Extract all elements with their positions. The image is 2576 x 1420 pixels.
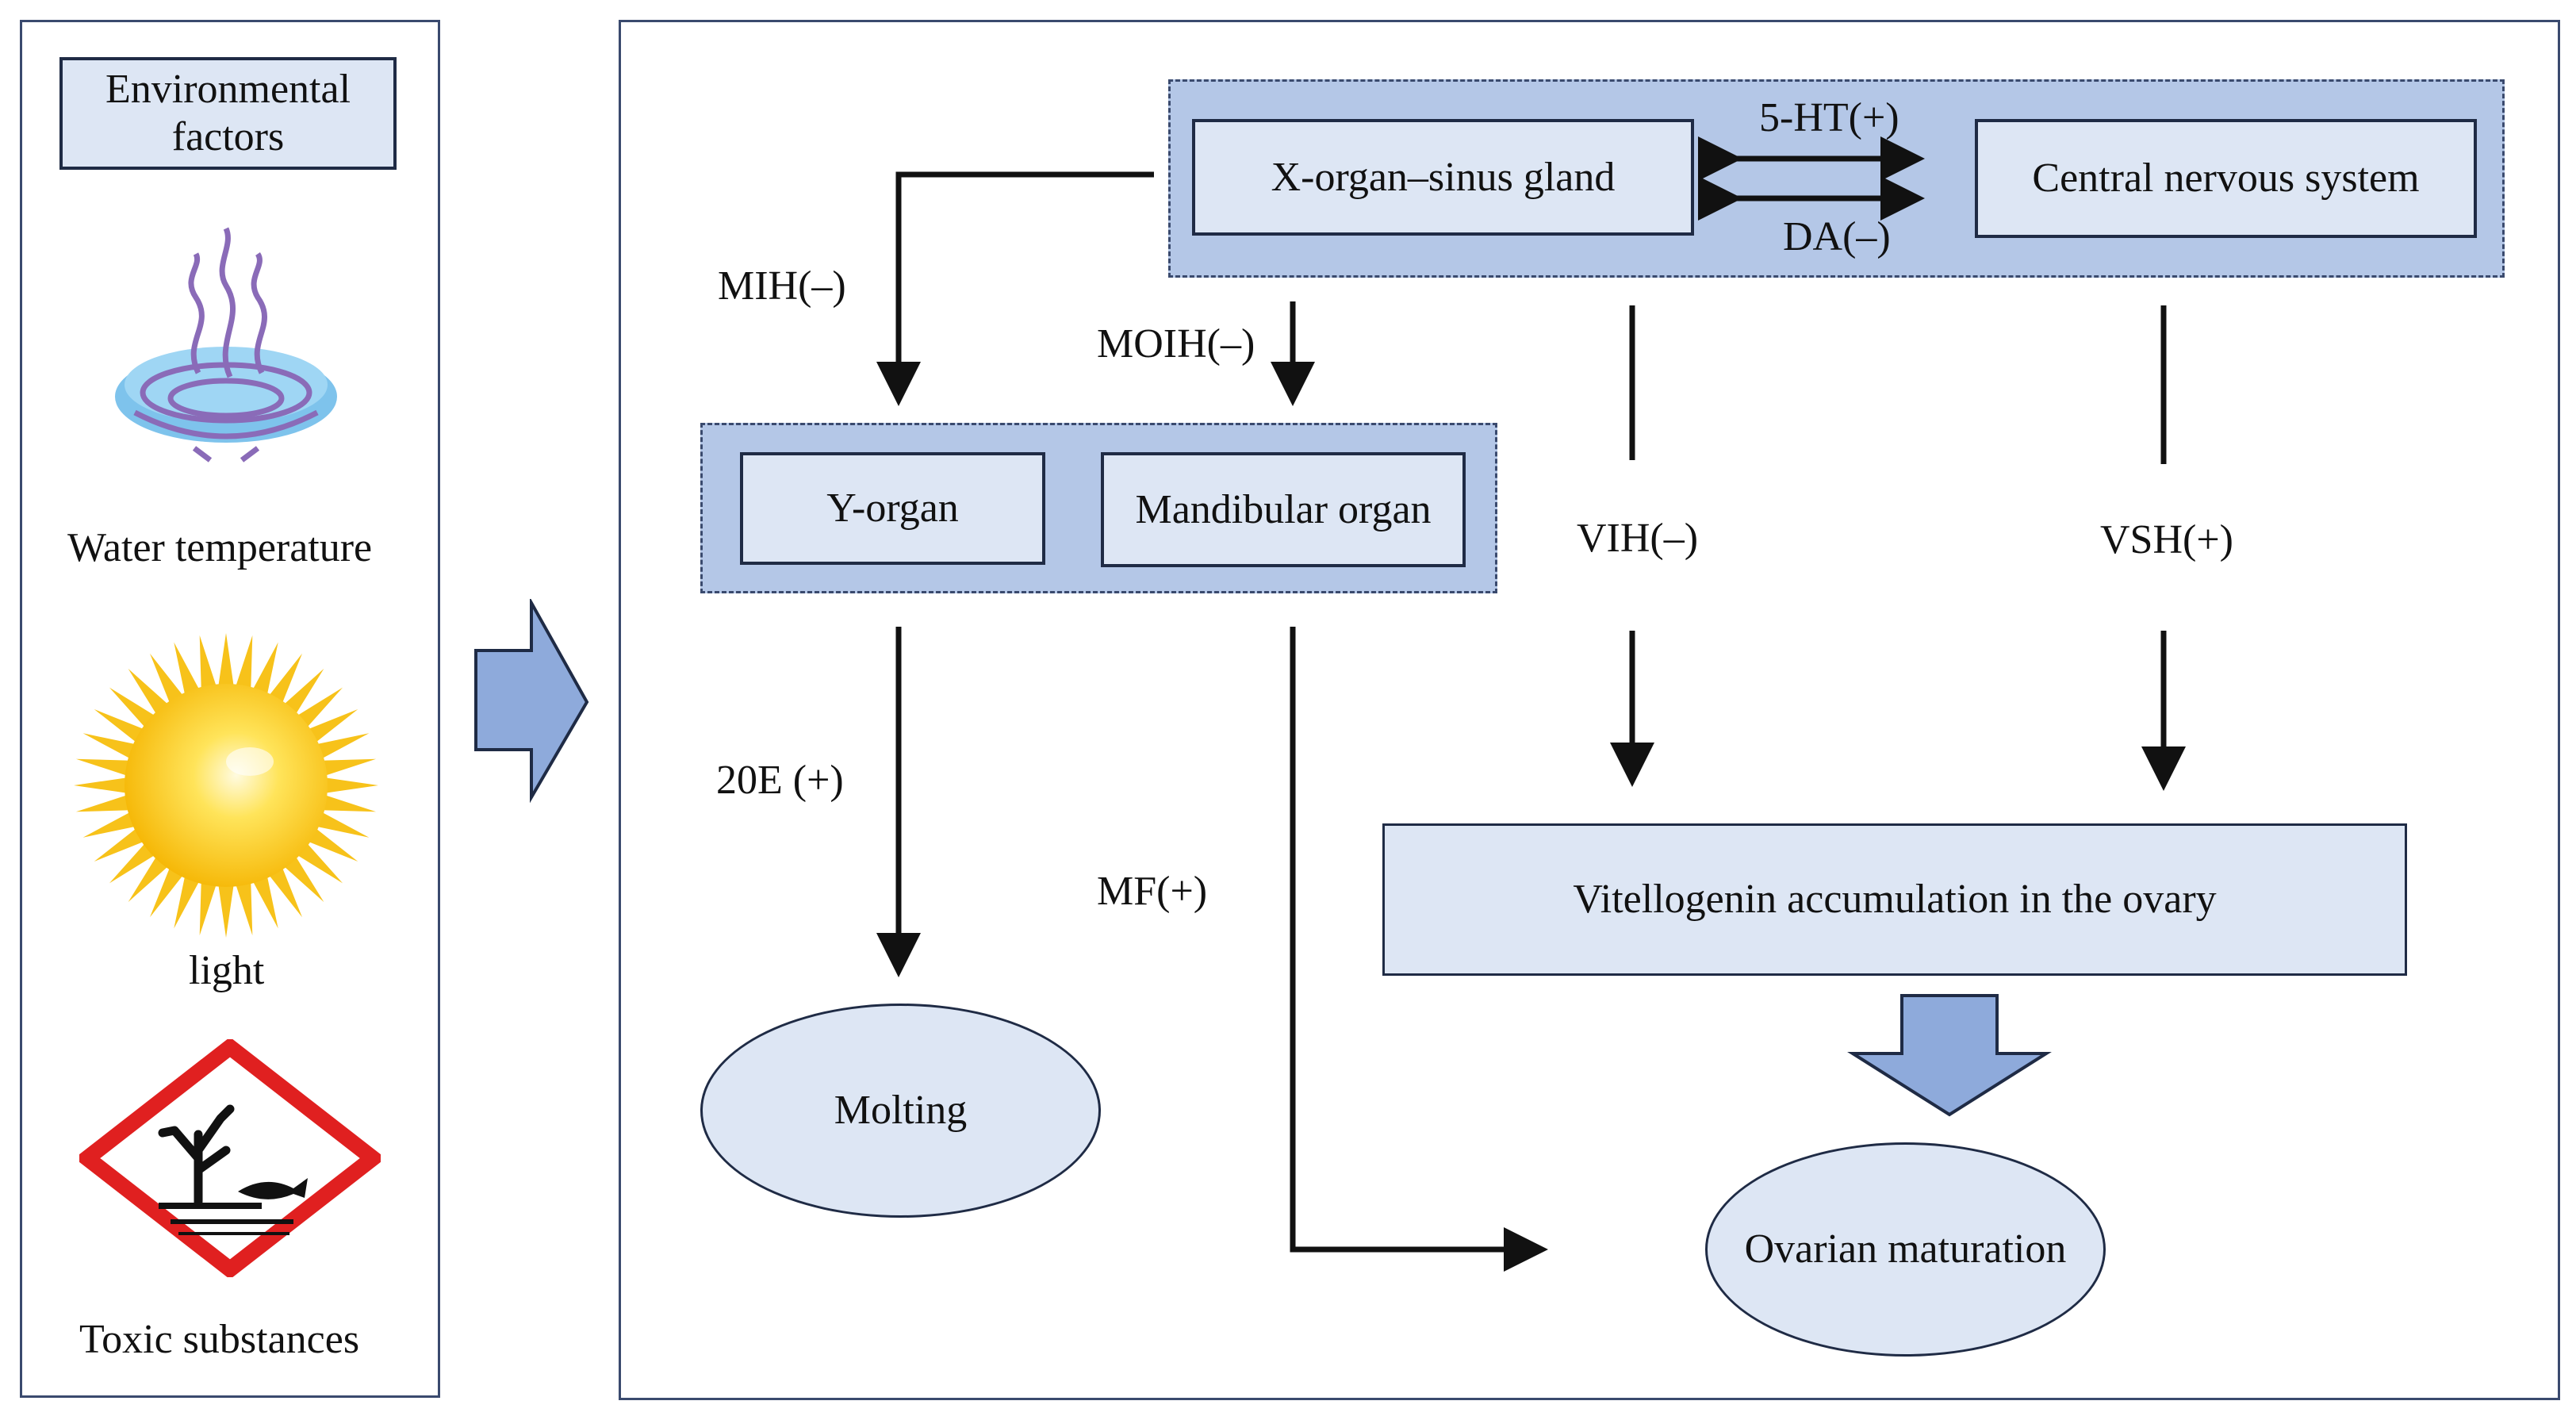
mf-arrow [1290,627,1548,1272]
mandibular-organ-box: Mandibular organ [1101,452,1466,567]
mih-label: MIH(–) [718,263,846,309]
water-temperature-label: Water temperature [67,525,373,570]
sun-icon [74,633,378,938]
steaming-water-icon [115,227,337,462]
5ht-label: 5-HT(+) [1759,95,1899,140]
20e-label: 20E (+) [716,758,844,803]
central-nervous-system-box: Central nervous system [1975,119,2477,238]
molting-ellipse: Molting [700,1004,1101,1218]
vitellogenin-label: Vitellogenin accumulation in the ovary [1573,877,2217,923]
x-organ-sinus-gland-box: X-organ–sinus gland [1192,119,1694,236]
light-label: light [189,948,265,993]
vsh-label: VSH(+) [2100,517,2233,562]
toxic-substances-label: Toxic substances [79,1317,360,1362]
environmental-factors-title-box: Environmental factors [59,57,397,170]
moih-label: MOIH(–) [1097,321,1255,367]
environment-to-pathway-arrow [474,599,589,804]
central-nervous-system-label: Central nervous system [2032,155,2420,201]
ovarian-maturation-ellipse: Ovarian maturation [1705,1142,2106,1357]
mandibular-organ-label: Mandibular organ [1135,486,1432,532]
environmental-factors-title: Environmental factors [105,67,351,159]
mih-arrow [876,171,1154,406]
vitellogenin-to-ovarian-arrow [1847,994,2052,1117]
environmental-hazard-icon [79,1039,381,1277]
ovarian-maturation-label: Ovarian maturation [1744,1226,2067,1272]
y-organ-label: Y-organ [826,485,959,532]
vih-label: VIH(–) [1577,516,1699,561]
y-organ-box: Y-organ [740,452,1045,565]
mf-label: MF(+) [1097,869,1208,914]
molting-label: Molting [834,1088,968,1134]
da-label: DA(–) [1783,214,1891,259]
vitellogenin-box: Vitellogenin accumulation in the ovary [1382,823,2407,976]
x-organ-sinus-gland-label: X-organ–sinus gland [1271,154,1616,200]
